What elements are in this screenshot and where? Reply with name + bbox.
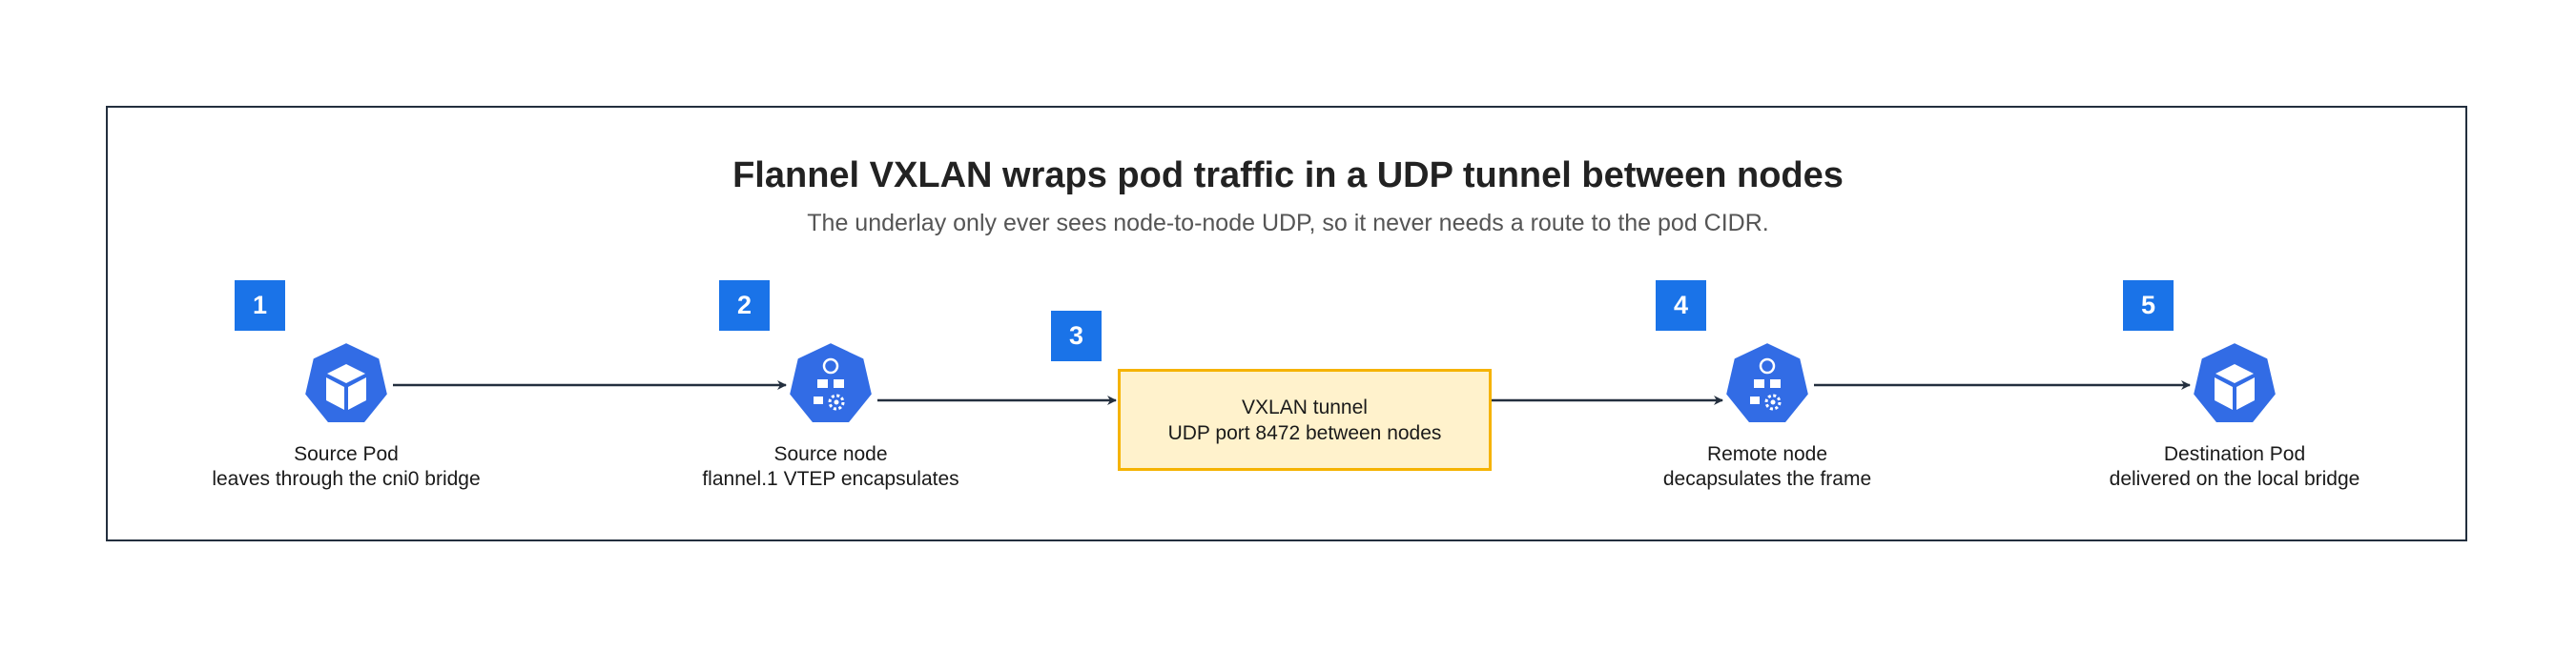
tunnel-detail: UDP port 8472 between nodes [1167,421,1442,444]
diagram-title: Flannel VXLAN wraps pod traffic in a UDP… [732,155,1844,195]
source-pod-label: Source Pod leaves through the cni0 bridg… [155,442,537,492]
step-badge-5: 5 [2123,280,2174,331]
step-badge-2: 2 [719,280,770,331]
destination-pod-title: Destination Pod [2163,443,2306,465]
source-node-detail: flannel.1 VTEP encapsulates [702,468,959,490]
remote-node-label: Remote node decapsulates the frame [1577,442,1958,492]
destination-pod-label: Destination Pod delivered on the local b… [2044,442,2425,492]
remote-node-title: Remote node [1706,443,1828,465]
source-node-title: Source node [773,443,888,465]
tunnel-title: VXLAN tunnel [1242,396,1368,418]
source-pod-title: Source Pod [294,443,399,465]
step-badge-3: 3 [1051,311,1102,361]
remote-node-detail: decapsulates the frame [1662,468,1872,490]
source-node-label: Source node flannel.1 VTEP encapsulates [640,442,1021,492]
remote-node-icon [1722,339,1812,426]
destination-pod-detail: delivered on the local bridge [2109,468,2360,490]
diagram-frame [106,106,2467,541]
step-badge-4: 4 [1656,280,1706,331]
source-pod-icon [301,339,391,426]
diagram-subtitle: The underlay only ever sees node-to-node… [807,210,1769,236]
vxlan-tunnel-box: VXLAN tunnel UDP port 8472 between nodes [1118,369,1492,471]
source-pod-detail: leaves through the cni0 bridge [212,468,481,490]
step-badge-1: 1 [235,280,285,331]
destination-pod-icon [2190,339,2279,426]
source-node-icon [786,339,876,426]
